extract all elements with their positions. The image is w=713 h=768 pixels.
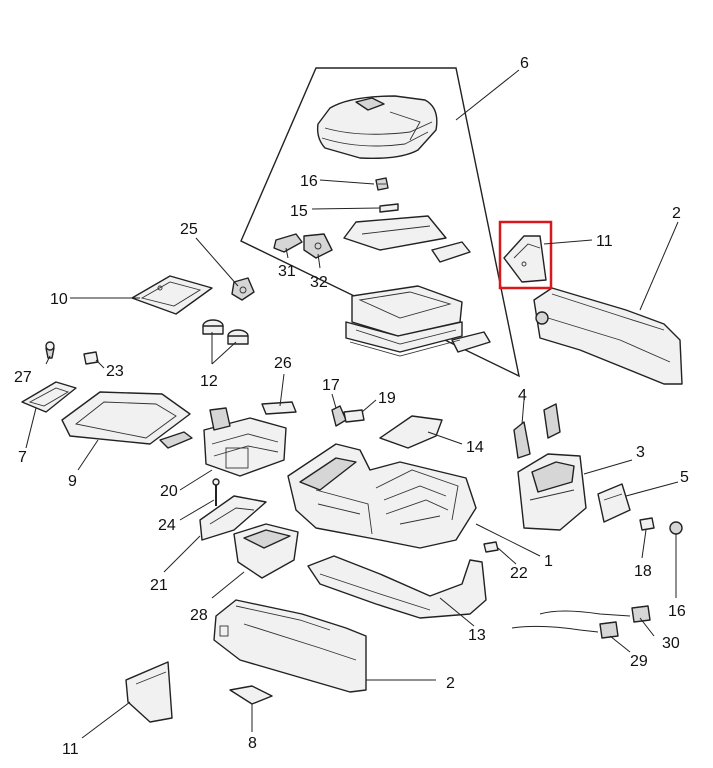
side-panel-2-upper bbox=[533, 287, 683, 385]
pin-15 bbox=[379, 203, 399, 213]
callout-15: 15 bbox=[290, 203, 308, 220]
callout-5: 5 bbox=[680, 469, 689, 486]
callout-14: 13 bbox=[468, 627, 486, 644]
callout-8: 8 bbox=[248, 735, 257, 752]
callout-30: 30 bbox=[662, 635, 680, 652]
callout-16-lower: 17 bbox=[322, 377, 340, 394]
clip-23 bbox=[83, 351, 99, 365]
callout-26: 26 bbox=[274, 355, 292, 372]
callout-1: 1 bbox=[544, 553, 553, 570]
wire-harness-30 bbox=[539, 605, 651, 623]
clip-16-upper bbox=[375, 177, 389, 191]
callout-31: 31 bbox=[278, 263, 296, 280]
end-panel-11-lower bbox=[125, 661, 173, 723]
wire-harness-29 bbox=[511, 621, 619, 639]
bracket-32 bbox=[303, 233, 333, 259]
callout-18: 16 bbox=[668, 603, 686, 620]
callout-11-lower: 11 bbox=[62, 741, 79, 758]
armrest-group-outline bbox=[240, 67, 520, 378]
clips-4 bbox=[513, 403, 561, 459]
clip-16-lower bbox=[331, 405, 347, 427]
callout-20: 20 bbox=[160, 483, 178, 500]
callout-3: 3 bbox=[636, 444, 645, 461]
armrest-lid bbox=[316, 95, 438, 160]
pin-22 bbox=[483, 541, 499, 553]
panel-3 bbox=[517, 453, 587, 531]
callout-25: 25 bbox=[180, 221, 198, 238]
callout-28: 28 bbox=[190, 607, 208, 624]
callout-2-upper: 2 bbox=[672, 205, 681, 222]
armrest-storage-bin bbox=[345, 285, 463, 357]
callout-7: 7 bbox=[18, 449, 27, 466]
callout-27: 27 bbox=[14, 369, 32, 386]
callout-19: 19 bbox=[378, 390, 396, 407]
bezel-9 bbox=[61, 391, 191, 445]
callout-17: 18 bbox=[634, 563, 652, 580]
strip-26 bbox=[261, 401, 297, 415]
clip-19 bbox=[343, 409, 365, 423]
callout-12: 12 bbox=[200, 373, 218, 390]
callout-4: 4 bbox=[518, 387, 527, 404]
callout-2-lower: 2 bbox=[446, 675, 455, 692]
push-pin-27 bbox=[45, 341, 55, 359]
callout-32: 32 bbox=[310, 274, 328, 291]
bracket-21 bbox=[199, 495, 267, 541]
callout-6: 6 bbox=[520, 55, 529, 72]
callout-21: 21 bbox=[150, 577, 168, 594]
mat-13 bbox=[379, 415, 443, 449]
bolt-24 bbox=[212, 478, 220, 506]
nut-18 bbox=[669, 521, 683, 535]
highlight-box bbox=[498, 220, 553, 290]
clip-25 bbox=[231, 277, 255, 301]
callout-22: 22 bbox=[510, 565, 528, 582]
callout-9: 9 bbox=[68, 473, 77, 490]
end-panel-11-upper bbox=[503, 235, 547, 283]
callout-16-upper: 16 bbox=[300, 173, 318, 190]
leader-lines bbox=[25, 69, 679, 739]
tray-10 bbox=[131, 275, 213, 315]
callout-24: 24 bbox=[158, 517, 176, 534]
side-panel-2-lower bbox=[213, 599, 367, 693]
hinge-pieces bbox=[431, 241, 491, 353]
mat-7 bbox=[21, 381, 77, 413]
panel-5 bbox=[597, 483, 631, 523]
lower-trim-14 bbox=[307, 555, 487, 619]
pocket-28 bbox=[233, 523, 299, 579]
cup-holder-rings-12 bbox=[202, 319, 249, 345]
console-base-1 bbox=[287, 443, 477, 549]
armrest-latch-plate bbox=[343, 215, 447, 251]
insert-small bbox=[159, 431, 193, 449]
callout-23: 23 bbox=[106, 363, 124, 380]
trim-8 bbox=[229, 685, 273, 705]
callouts: 6 16 15 31 32 25 10 12 27 23 7 9 26 17 1… bbox=[14, 55, 689, 758]
bracket-31 bbox=[273, 233, 303, 253]
callout-10: 10 bbox=[50, 291, 68, 308]
callout-11-upper: 11 bbox=[596, 233, 613, 250]
callout-29: 29 bbox=[630, 653, 648, 670]
pin-17 bbox=[639, 517, 655, 531]
shifter-assembly bbox=[203, 407, 287, 477]
callout-13: 14 bbox=[466, 439, 484, 456]
